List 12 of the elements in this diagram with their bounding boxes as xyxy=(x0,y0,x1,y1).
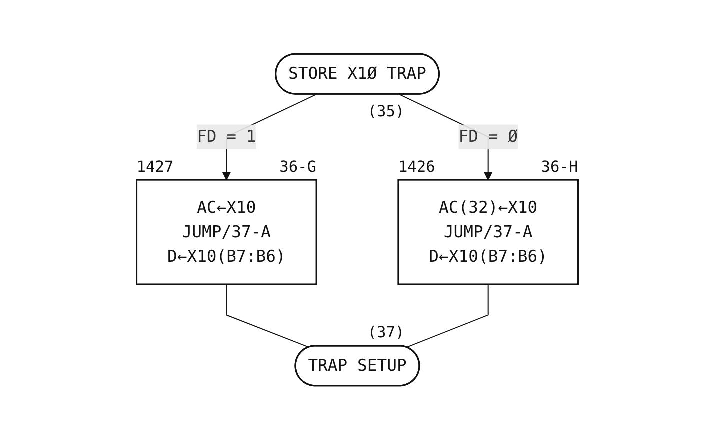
node-note: 36-G xyxy=(280,158,317,176)
node-note: 1427 xyxy=(136,158,174,176)
connector xyxy=(226,284,310,348)
node-note: 1426 xyxy=(398,158,436,176)
node-note: 36-H xyxy=(541,158,578,176)
edge-label: FD = Ø xyxy=(458,126,518,146)
node-box: AC(32)←X10 JUMP/37-A D←X10(B7:B6) xyxy=(398,179,579,286)
node-note: (35) xyxy=(368,102,405,121)
edge-label: FD = 1 xyxy=(197,126,256,146)
node-box: AC←X10 JUMP/37-A D←X10(B7:B6) xyxy=(136,179,318,286)
connector xyxy=(406,284,489,348)
node-note: (37) xyxy=(368,324,405,342)
